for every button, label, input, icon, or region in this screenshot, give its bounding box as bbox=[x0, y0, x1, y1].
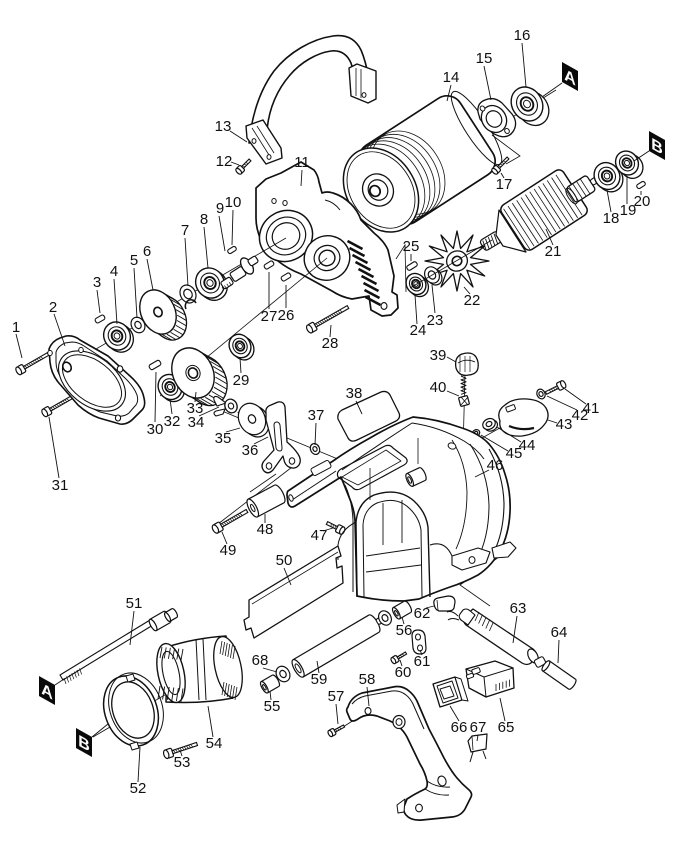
svg-text:33: 33 bbox=[187, 400, 204, 417]
svg-text:A: A bbox=[41, 678, 53, 703]
svg-text:21: 21 bbox=[545, 243, 562, 260]
svg-text:24: 24 bbox=[410, 322, 427, 339]
svg-text:44: 44 bbox=[519, 437, 536, 454]
svg-text:53: 53 bbox=[174, 754, 191, 771]
svg-text:49: 49 bbox=[220, 542, 237, 559]
svg-text:25: 25 bbox=[403, 238, 420, 255]
svg-text:35: 35 bbox=[215, 430, 232, 447]
svg-text:37: 37 bbox=[308, 407, 325, 424]
svg-text:56: 56 bbox=[396, 622, 413, 639]
svg-text:27: 27 bbox=[261, 308, 278, 325]
svg-text:68: 68 bbox=[252, 652, 269, 669]
svg-text:48: 48 bbox=[257, 521, 274, 538]
svg-text:18: 18 bbox=[603, 210, 620, 227]
svg-text:54: 54 bbox=[206, 735, 223, 752]
svg-text:47: 47 bbox=[311, 527, 328, 544]
svg-text:2: 2 bbox=[49, 299, 57, 316]
svg-text:10: 10 bbox=[225, 194, 242, 211]
svg-text:66: 66 bbox=[451, 719, 468, 736]
svg-text:38: 38 bbox=[346, 385, 363, 402]
svg-text:60: 60 bbox=[395, 664, 412, 681]
svg-text:19: 19 bbox=[620, 202, 637, 219]
svg-text:45: 45 bbox=[506, 445, 523, 462]
svg-text:58: 58 bbox=[359, 671, 376, 688]
svg-text:39: 39 bbox=[430, 347, 447, 364]
svg-text:B: B bbox=[651, 133, 663, 158]
svg-text:1: 1 bbox=[12, 319, 20, 336]
svg-text:3: 3 bbox=[93, 274, 101, 291]
svg-text:14: 14 bbox=[443, 69, 460, 86]
svg-text:41: 41 bbox=[583, 400, 600, 417]
svg-text:57: 57 bbox=[328, 688, 345, 705]
svg-text:15: 15 bbox=[476, 50, 493, 67]
svg-text:13: 13 bbox=[215, 118, 232, 135]
svg-text:42: 42 bbox=[572, 407, 589, 424]
svg-text:28: 28 bbox=[322, 335, 339, 352]
svg-text:59: 59 bbox=[311, 671, 328, 688]
svg-text:29: 29 bbox=[233, 372, 250, 389]
svg-text:6: 6 bbox=[143, 243, 151, 260]
svg-text:65: 65 bbox=[498, 719, 515, 736]
svg-text:31: 31 bbox=[52, 477, 69, 494]
svg-text:36: 36 bbox=[242, 442, 259, 459]
svg-text:4: 4 bbox=[110, 263, 118, 280]
svg-text:34: 34 bbox=[188, 414, 205, 431]
svg-text:22: 22 bbox=[464, 292, 481, 309]
svg-text:20: 20 bbox=[634, 193, 651, 210]
svg-text:64: 64 bbox=[551, 624, 568, 641]
svg-text:46: 46 bbox=[487, 457, 504, 474]
svg-text:30: 30 bbox=[147, 421, 164, 438]
svg-text:67: 67 bbox=[470, 719, 487, 736]
svg-text:32: 32 bbox=[164, 413, 181, 430]
svg-text:A: A bbox=[564, 64, 576, 89]
svg-text:12: 12 bbox=[216, 153, 233, 170]
svg-text:16: 16 bbox=[514, 27, 531, 44]
svg-text:40: 40 bbox=[430, 379, 447, 396]
svg-text:8: 8 bbox=[200, 211, 208, 228]
svg-text:61: 61 bbox=[414, 653, 431, 670]
svg-text:9: 9 bbox=[216, 200, 224, 217]
svg-text:17: 17 bbox=[496, 176, 513, 193]
svg-text:23: 23 bbox=[427, 312, 444, 329]
svg-text:62: 62 bbox=[414, 605, 431, 622]
svg-text:51: 51 bbox=[126, 595, 143, 612]
svg-text:7: 7 bbox=[181, 222, 189, 239]
svg-text:11: 11 bbox=[294, 154, 310, 171]
svg-text:43: 43 bbox=[556, 416, 573, 433]
svg-text:26: 26 bbox=[278, 307, 295, 324]
svg-text:55: 55 bbox=[264, 698, 281, 715]
svg-text:50: 50 bbox=[276, 552, 293, 569]
svg-text:52: 52 bbox=[130, 780, 147, 797]
svg-text:63: 63 bbox=[510, 600, 527, 617]
svg-text:5: 5 bbox=[130, 252, 138, 269]
svg-text:B: B bbox=[78, 730, 90, 755]
